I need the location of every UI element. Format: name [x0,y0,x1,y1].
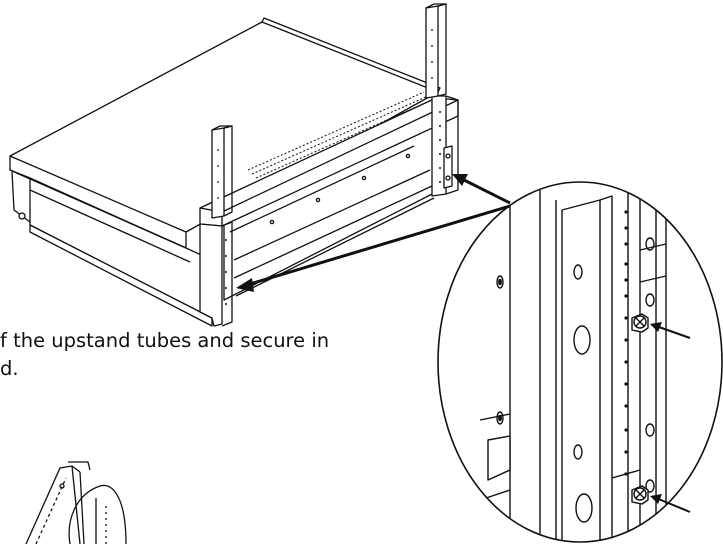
arrow-to-left-leg [249,204,511,286]
drawer-unit-drawing [9,3,459,327]
screw-pointer-arrows [650,322,691,513]
partial-detail-drawing [25,461,127,544]
vent-slots [247,91,433,179]
pointer-arrows [236,174,511,292]
detail-zoom-circle [437,181,723,543]
instruction-line-2: d. [0,357,19,380]
partial-detail-circle [68,484,127,544]
arrow-to-right-leg [459,176,511,205]
front-frame-left-leg [199,223,223,327]
screw-upper [631,313,649,333]
right-upstand-tube [425,5,439,99]
left-upstand-tube [211,127,225,219]
instruction-line-1: f the upstand tubes and secure in [0,329,330,352]
instruction-text: f the upstand tubes and secure in d. [0,327,329,383]
screw-lower [631,485,649,505]
